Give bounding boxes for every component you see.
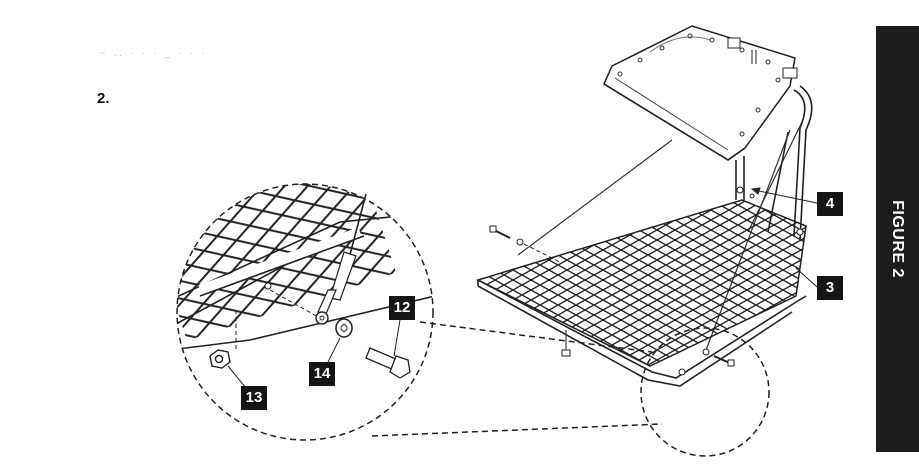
- callout-cable: 3: [817, 276, 843, 300]
- figure-tab-label: FIGURE 2: [889, 200, 906, 278]
- callout-bolt: 12: [389, 296, 415, 320]
- callout-nut: 13: [241, 386, 267, 410]
- detail-connector-bottom: [371, 423, 663, 437]
- faded-text: ~ .. · · · _ · · ·: [100, 48, 208, 58]
- nut: [209, 349, 231, 369]
- callout-platform-bracket: 4: [817, 192, 843, 216]
- detail-cable: [315, 193, 367, 325]
- leader-lines: [750, 187, 818, 288]
- seat-platform: [475, 186, 807, 387]
- detail-connector-top: [419, 321, 653, 353]
- seat-backrest: [603, 25, 798, 161]
- hardware-left: [489, 225, 561, 263]
- figure-tab: FIGURE 2: [876, 26, 919, 452]
- step-number: 2.: [97, 90, 110, 107]
- washer: [335, 318, 353, 338]
- bolt: [365, 347, 411, 379]
- detail-source-circle: [640, 327, 770, 457]
- hardware-right: [702, 348, 735, 367]
- detail-leaders: [227, 319, 401, 389]
- callout-washer: 14: [309, 362, 335, 386]
- detail-circle-outline: [176, 183, 434, 441]
